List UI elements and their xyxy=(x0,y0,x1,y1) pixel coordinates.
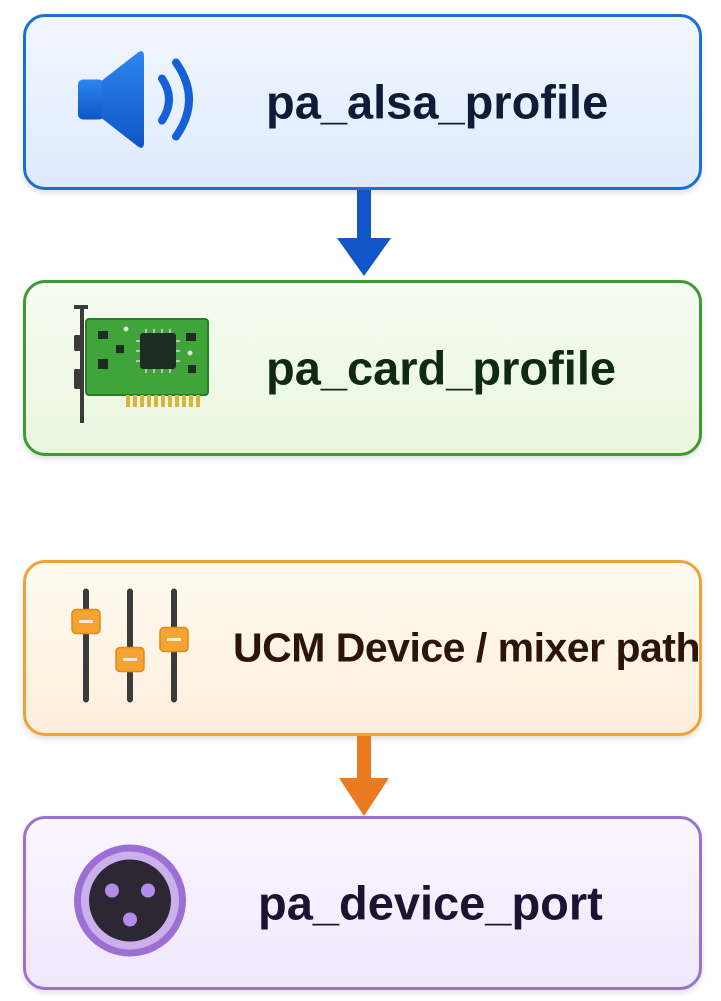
audio-jack-icon xyxy=(70,841,190,966)
node-label: UCM Device / mixer path xyxy=(233,624,701,671)
speaker-icon xyxy=(76,45,206,160)
node-device-port: pa_device_port xyxy=(23,816,702,990)
node-label: pa_device_port xyxy=(258,876,603,930)
node-label: pa_card_profile xyxy=(266,341,617,395)
node-ucm-device: UCM Device / mixer path xyxy=(23,560,702,736)
mixer-sliders-icon xyxy=(66,586,196,711)
arrow-ucm-to-port xyxy=(339,736,389,816)
sound-card-icon xyxy=(68,303,213,433)
arrow-alsa-to-card xyxy=(337,190,391,276)
node-alsa-profile: pa_alsa_profile xyxy=(23,14,702,190)
node-label: pa_alsa_profile xyxy=(266,75,609,129)
node-card-profile: pa_card_profile xyxy=(23,280,702,456)
